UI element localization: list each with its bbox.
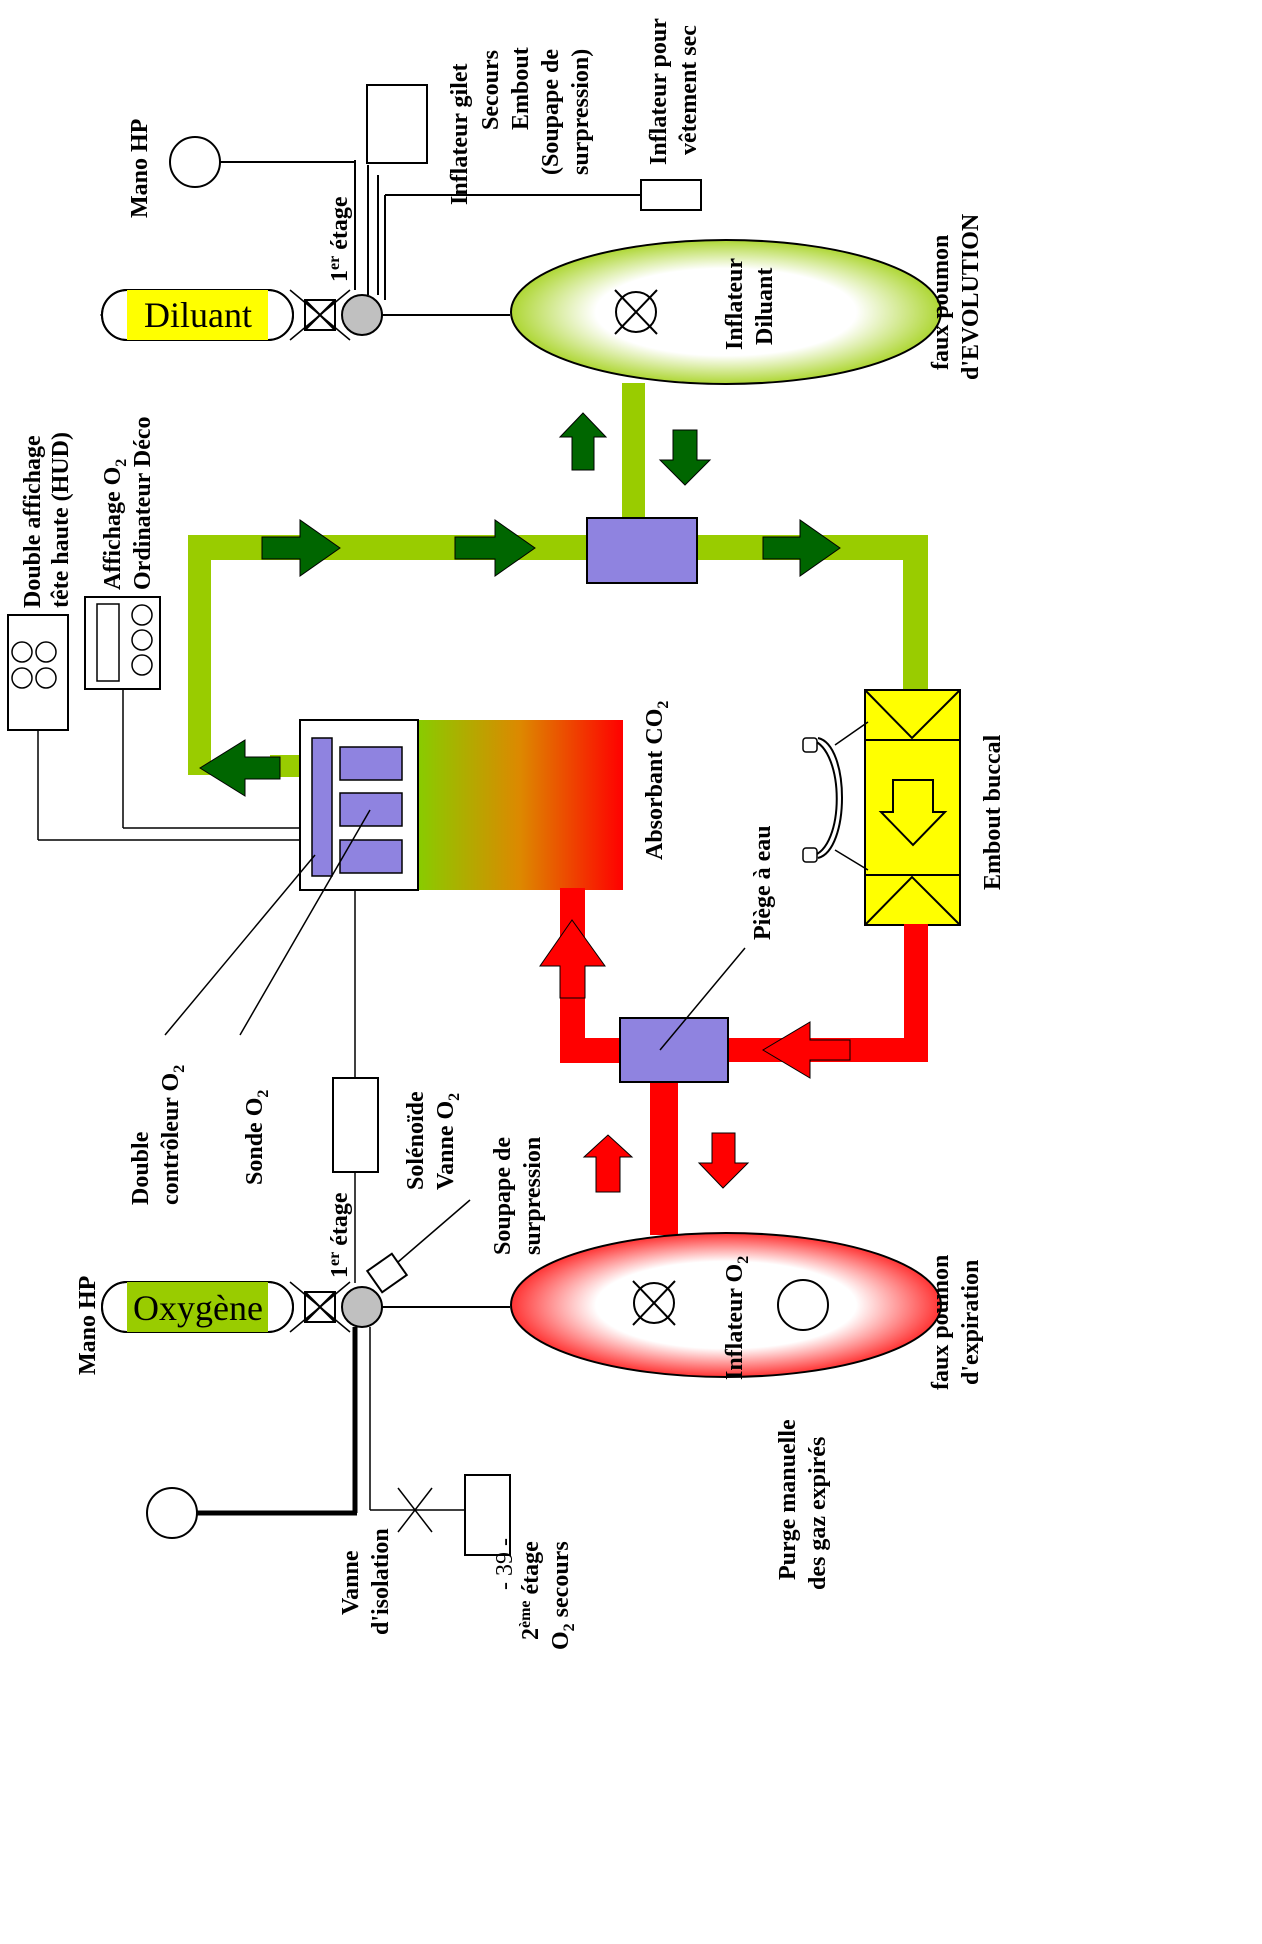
o2-sensor-2 bbox=[339, 792, 403, 827]
mouthpiece-label: Embout buccal bbox=[980, 734, 1006, 890]
flow-arrow-down-green bbox=[658, 429, 712, 486]
bcd-label-5: surpression) bbox=[568, 49, 594, 175]
counterlung-top-label-2: d'EVOLUTION bbox=[958, 213, 984, 380]
bcd-label-4: (Soupape de bbox=[538, 49, 564, 175]
oxygen-tank-label: Oxygène bbox=[133, 1288, 263, 1328]
inhale-loop bbox=[188, 383, 928, 797]
diluent-inflator-label-2: Diluant bbox=[752, 268, 778, 345]
dual-o2-controller bbox=[311, 737, 333, 877]
counterlung-top-label-1: faux poumon bbox=[928, 235, 954, 370]
oxygen-first-stage bbox=[341, 1286, 383, 1328]
flow-arrow-exhale-1 bbox=[762, 1021, 851, 1079]
bcd-label-3: Embout bbox=[508, 47, 534, 130]
o2-display-label-1: Affichage O2 bbox=[100, 459, 130, 590]
flow-arrow-up-red bbox=[582, 1134, 634, 1193]
flow-arrow-exhale-2 bbox=[539, 919, 606, 999]
first-stage-top-label: 1er étage bbox=[326, 196, 353, 282]
manual-purge-valve bbox=[777, 1279, 829, 1331]
flow-arrow-inhale-1 bbox=[261, 519, 341, 577]
bcd-label-2: Secours bbox=[478, 50, 504, 130]
o2-inflator-label: Inflateur O2 bbox=[722, 1256, 752, 1380]
exhalation-counterlung bbox=[510, 1232, 942, 1378]
dual-ctrl-label-2: contrôleur O2 bbox=[158, 1065, 188, 1205]
mano-hp-top-label: Mano HP bbox=[127, 119, 153, 218]
mano-hp-gauge-bottom bbox=[146, 1487, 198, 1539]
inhalation-counterlung bbox=[510, 239, 942, 385]
dual-ctrl-label-1: Double bbox=[128, 1131, 154, 1205]
mouthpiece-grip bbox=[817, 737, 843, 859]
absorbant-label: Absorbant CO2 bbox=[642, 701, 672, 860]
first-stage-bottom-label: 1er étage bbox=[326, 1192, 353, 1278]
drysuit-label-2: vêtement sec bbox=[676, 25, 702, 155]
flow-arrow-inhale-4 bbox=[199, 739, 281, 797]
diluent-labels: Mano HP 1er étage Inflateur gilet Secour… bbox=[127, 18, 984, 380]
drysuit-inflator-box bbox=[640, 179, 702, 211]
mano-hp-bottom-label: Mano HP bbox=[75, 1276, 101, 1375]
diluent-tank-label: Diluant bbox=[144, 295, 252, 335]
o2-display-label-2: Ordinateur Déco bbox=[130, 416, 156, 590]
bcd-inflator-box bbox=[366, 84, 428, 164]
relief-label-1: Soupape de bbox=[490, 1137, 516, 1255]
isolation-label-1: Vanne bbox=[338, 1550, 364, 1615]
mano-hp-gauge-top bbox=[169, 136, 221, 188]
mouthpiece-flow-arrow bbox=[878, 779, 948, 847]
page-number: - 39 - bbox=[492, 1538, 518, 1590]
o2-second-stage-box bbox=[464, 1474, 511, 1556]
solenoid-label-2: Vanne O2 bbox=[433, 1093, 463, 1190]
mouthpiece: Embout buccal bbox=[802, 689, 1006, 926]
counterlung-bottom-label-1: faux poumon bbox=[928, 1255, 954, 1390]
diluent-inflator-label-1: Inflateur bbox=[722, 258, 748, 350]
hud-label-2: tête haute (HUD) bbox=[48, 432, 74, 608]
second-stage-label-2: O2 secours bbox=[548, 1541, 578, 1650]
flow-arrow-inhale-3 bbox=[762, 519, 841, 577]
purge-label-2: des gaz expirés bbox=[805, 1437, 831, 1590]
oxygen-assembly: Oxygène bbox=[101, 1077, 942, 1556]
bcd-label-1: Inflateur gilet bbox=[447, 63, 473, 205]
solenoid-label-1: Solénoïde bbox=[403, 1091, 429, 1190]
oxygen-labels: Double contrôleur O2 Sonde O2 Solénoïde … bbox=[75, 1065, 984, 1650]
relief-label-2: surpression bbox=[520, 1137, 546, 1255]
flow-arrow-down-red bbox=[697, 1132, 750, 1189]
scrubber-assembly: Absorbant CO2 bbox=[164, 701, 672, 1078]
water-trap bbox=[619, 1017, 729, 1083]
diluent-first-stage bbox=[341, 294, 383, 336]
flow-arrow-inhale-2 bbox=[454, 519, 536, 577]
displays: Double affichage tête haute (HUD) Affich… bbox=[7, 416, 310, 841]
purge-label-1: Purge manuelle bbox=[775, 1419, 801, 1580]
isolation-label-2: d'isolation bbox=[368, 1528, 394, 1635]
drysuit-label-1: Inflateur pour bbox=[646, 18, 672, 165]
co2-absorbent bbox=[418, 720, 623, 890]
o2-sensor-1 bbox=[339, 746, 403, 781]
counterlung-bottom-label-2: d'expiration bbox=[958, 1260, 984, 1385]
o2-solenoid-valve bbox=[332, 1077, 379, 1173]
diluent-assembly: Diluant bbox=[100, 84, 942, 385]
hud-label-1: Double affichage bbox=[20, 435, 46, 608]
sensor-label: Sonde O2 bbox=[242, 1090, 272, 1185]
flow-arrow-up-green bbox=[558, 412, 608, 471]
exhale-loop: Piège à eau bbox=[539, 825, 928, 1235]
water-trap-label: Piège à eau bbox=[750, 825, 776, 940]
second-stage-label-1: 2ème étage bbox=[517, 1541, 544, 1640]
o2-relief-valve bbox=[365, 1252, 409, 1294]
inhalation-manifold bbox=[586, 517, 698, 584]
